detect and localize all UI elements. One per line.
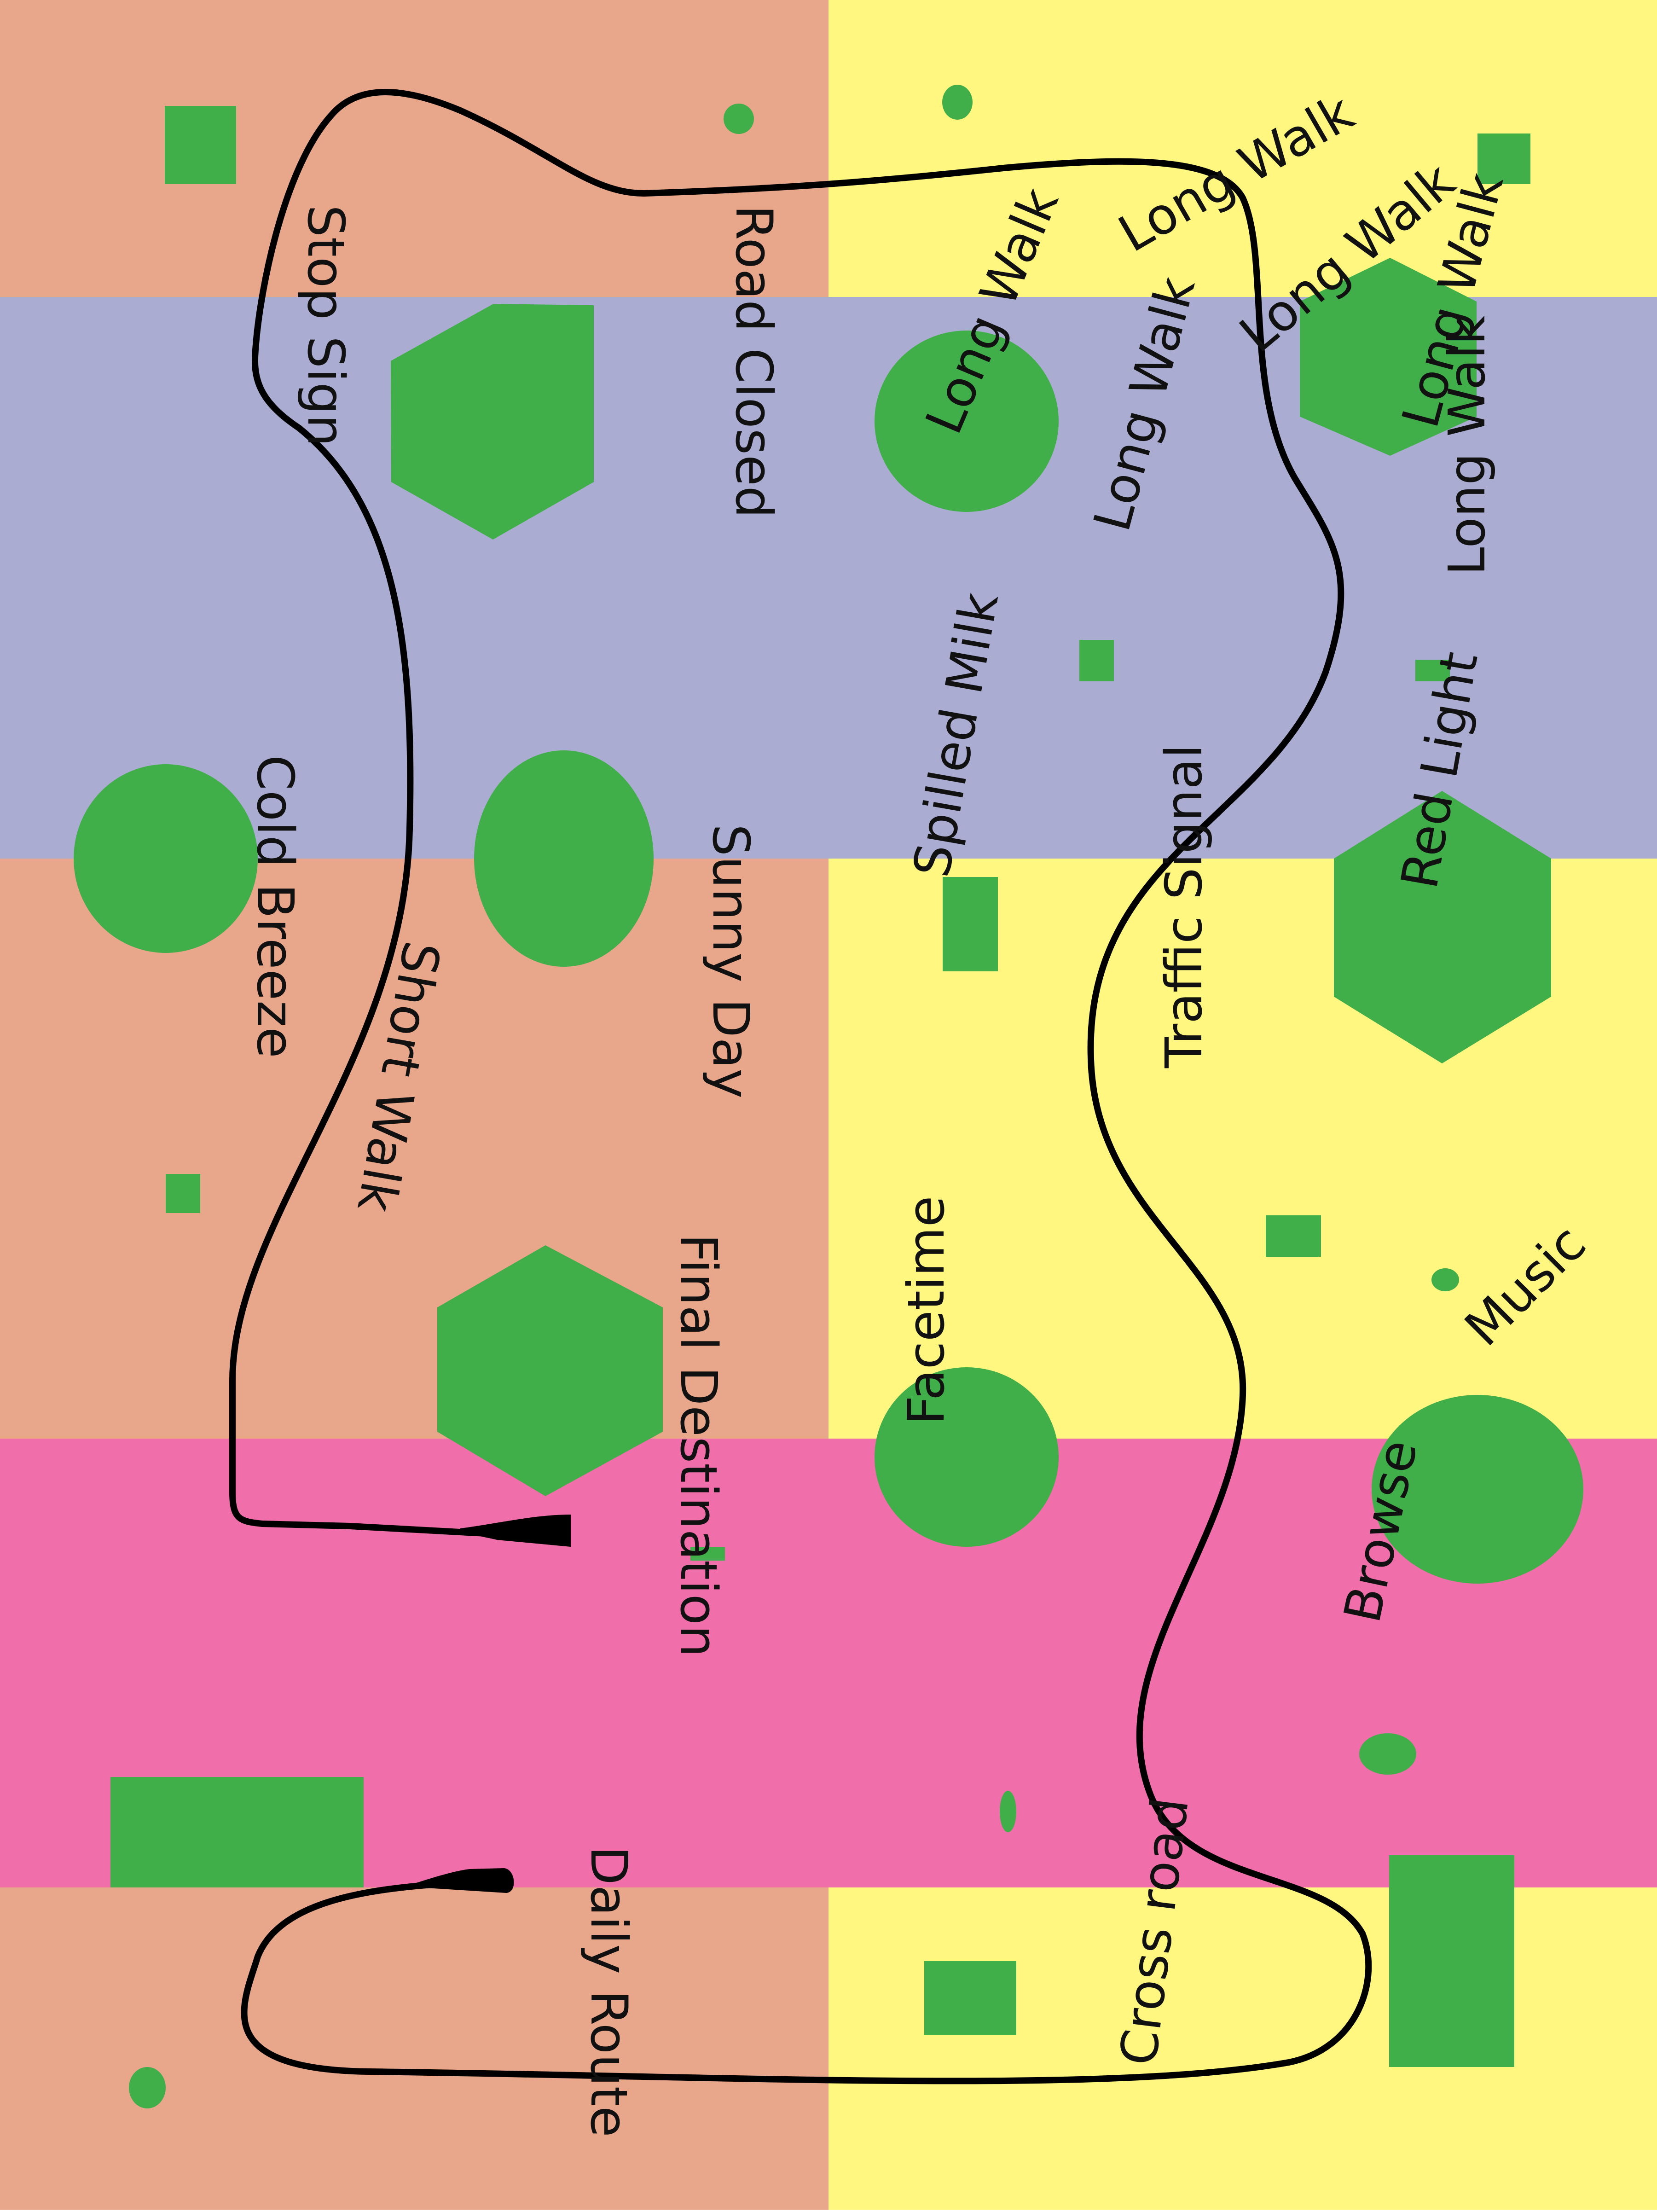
- circle-marker: [74, 764, 258, 953]
- route-line: [229, 89, 1372, 2084]
- square-marker: [690, 1547, 725, 1561]
- square-marker: [1415, 660, 1450, 681]
- label-stop-sign: Stop Sign: [296, 205, 355, 447]
- square-marker: [165, 106, 236, 184]
- hexagon-marker: [437, 1245, 663, 1496]
- square-marker: [1477, 134, 1530, 184]
- markers: [74, 85, 1583, 2108]
- square-marker: [166, 1174, 200, 1213]
- square-marker: [1266, 1215, 1321, 1257]
- square-marker: [1389, 1855, 1514, 2067]
- dot-marker: [1431, 1268, 1459, 1291]
- square-marker: [943, 877, 998, 971]
- route-arrow-start: [405, 1868, 514, 1893]
- square-marker: [924, 1961, 1016, 2035]
- route-arrow-end: [460, 1515, 571, 1547]
- hexagon-marker: [1334, 791, 1551, 1063]
- band-salmon-top-left: [0, 0, 828, 297]
- label-long-walk-6: Long Walk: [1437, 315, 1496, 575]
- label-cold-breeze: Cold Breeze: [246, 755, 305, 1058]
- dot-marker: [942, 85, 973, 120]
- hexagon-marker: [1300, 258, 1477, 456]
- dot-marker: [724, 104, 754, 134]
- circle-marker: [875, 331, 1059, 512]
- circle-marker: [875, 1367, 1059, 1547]
- band-yellow-bottom-right: [828, 1887, 1657, 2210]
- hexagon-marker: [391, 304, 594, 540]
- label-traffic-signal: Traffic Signal: [1154, 744, 1213, 1068]
- square-marker: [110, 1777, 364, 1887]
- band-salmon-bottom-left: [0, 1887, 828, 2210]
- circle-marker: [1372, 1395, 1583, 1584]
- label-daily-route: Daily Route: [579, 1846, 638, 2137]
- circle-marker: [474, 750, 654, 967]
- dot-marker: [1000, 1791, 1016, 1832]
- route: [229, 89, 1372, 2084]
- square-marker: [1079, 640, 1114, 681]
- label-sunny-day: Sunny Day: [701, 824, 760, 1098]
- band-salmon-mid-left: [0, 859, 828, 1439]
- dot-marker: [129, 2067, 166, 2108]
- label-facetime: Facetime: [897, 1196, 956, 1425]
- label-road-closed: Road Closed: [724, 205, 783, 518]
- dot-marker: [1359, 1733, 1416, 1775]
- label-final-destination: Final Destination: [669, 1234, 728, 1657]
